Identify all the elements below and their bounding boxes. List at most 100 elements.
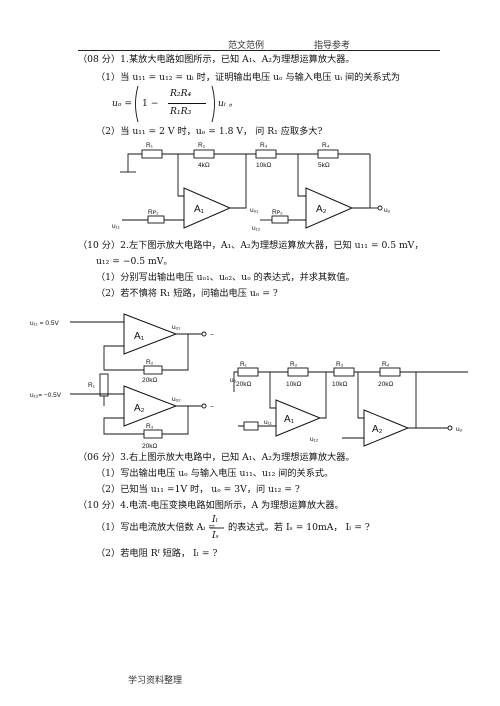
c1-r2 <box>193 149 215 159</box>
c1-r4 <box>317 149 339 159</box>
c2-amp-a1 <box>123 313 178 355</box>
c2-r2-value: 20kΩ <box>142 377 157 384</box>
q2-part2: （2）若不慎将 R₁ 短路，问输出电压 uₒ = ? <box>96 288 278 299</box>
q1-part2: （2）当 u₁₁ = 2 V 时，uₒ = 1.8 V， 问 R₁ 应取多大? <box>96 126 323 137</box>
q1-part1: （1）当 u₁₁ = u₁₂ = uᵢ 时，证明输出电压 uₒ 与输入电压 uᵢ… <box>96 72 401 83</box>
c1-rp1 <box>147 215 165 224</box>
c1-r3 <box>255 149 277 159</box>
c1-r3-value: 10kΩ <box>256 162 271 169</box>
c2-r3 <box>143 429 163 439</box>
formula-brackets <box>135 85 215 123</box>
c2-a2-fb-right <box>162 406 189 435</box>
c2-a1-fb-left <box>103 345 144 371</box>
c1-r4-label: R₄ <box>322 142 330 149</box>
right-paren <box>211 85 215 123</box>
c2-a2-label: A₂ <box>134 403 145 414</box>
c2-amp-a2 <box>123 385 178 427</box>
c1-rp2 <box>271 215 289 224</box>
c3-r2-label: R₂ <box>290 361 298 368</box>
c1-rp2-label: Rᴘ₂ <box>272 209 283 216</box>
c1-ui1: u₁₁ <box>112 223 121 230</box>
q2-part1: （1）分别写出输出电压 uₒ₁、uₒ₂、uₒ 的表达式，并求其数值。 <box>96 272 355 283</box>
c3-r4 <box>379 367 401 377</box>
c2-ui1: u₁₁ = 0.5V <box>30 320 59 327</box>
c2-uo1-terminal <box>201 331 207 337</box>
c2-a1-label: A₁ <box>134 331 145 342</box>
c2-r1 <box>99 373 109 397</box>
c1-a2-out <box>352 154 371 209</box>
left-paren <box>135 85 139 123</box>
c3-r4-label: R₄ <box>382 361 390 368</box>
c1-ui2: u₁₂ <box>252 225 261 232</box>
c3-amp-a2 <box>363 409 410 447</box>
c3-out-terminal <box>447 425 453 431</box>
formula-tail: uᵢ 。 <box>218 98 238 109</box>
q1-circuit: R₁ R₂ 4kΩ R₃ 10kΩ R₄ 5kΩ A₁ uₒ₁ Rᴘ₁ u₁₁ … <box>112 142 391 232</box>
c3-r3 <box>333 367 355 377</box>
c2-r2-label: R₂ <box>146 359 154 366</box>
c3-uo: uₒ <box>456 426 463 433</box>
c1-a1-inv <box>177 154 184 197</box>
c1-a1-out <box>230 154 247 209</box>
c1-r1-label: R₁ <box>146 142 154 149</box>
c2-minus-2: − <box>210 404 214 411</box>
c3-a1-label: A₁ <box>284 414 295 425</box>
c1-uo1: uₒ₁ <box>250 207 259 214</box>
q3-part1: （1）写出输出电压 uₒ 与输入电压 u₁₁、u₁₂ 间的关系式。 <box>96 468 334 479</box>
formula-one: 1 − <box>142 98 159 109</box>
q2-circuit: u₁₁ = 0.5V A₁ uₒ₁ − R₂ 20kΩ R₁ u₁₂= −0.5… <box>30 313 214 450</box>
c3-uo-side: uₒ <box>230 377 237 384</box>
c1-uo: uₒ <box>384 207 391 214</box>
c1-a2-label: A₂ <box>316 204 327 215</box>
c2-ui2: u₁₂= −0.5V <box>30 392 62 399</box>
c3-r1 <box>237 367 259 377</box>
c1-out-terminal <box>377 205 383 211</box>
c1-r2-label: R₂ <box>198 142 206 149</box>
c2-uo1: uₒ₁ <box>172 324 181 331</box>
q2-title: （10 分）2.左下图示放大电路中，A₁、A₂为理想运算放大器，已知 u₁₁ =… <box>78 240 424 251</box>
page-footer: 学习资料整理 <box>128 676 183 686</box>
c3-a1-out <box>320 372 327 419</box>
q3-title: （06 分）3.右上图示放大电路中，已知 A₁、A₂为理想运算放大器。 <box>78 452 355 463</box>
c2-uo2-terminal <box>201 403 207 409</box>
c1-r2-value: 4kΩ <box>198 162 210 169</box>
c3-a2-label: A₂ <box>372 424 383 435</box>
c3-r3-value: 10kΩ <box>332 381 347 388</box>
c3-a1-inv <box>269 372 276 409</box>
c2-minus-1: − <box>210 332 214 339</box>
q4-title: （10 分）4.电流-电压变换电路如图所示，A 为理想运算放大器。 <box>78 500 344 511</box>
header-left: 范文范例 <box>228 41 265 51</box>
c3-r2-value: 10kΩ <box>286 381 301 388</box>
c1-r3-label: R₃ <box>260 142 268 149</box>
c3-r2 <box>287 367 309 377</box>
formula-den: R₁R₃ <box>170 106 192 117</box>
q4-part2: （2）若电阻 Rᶠ 短路， Iₗ = ? <box>96 548 218 559</box>
c3-amp-a1 <box>275 399 322 437</box>
c3-rp1 <box>243 421 259 431</box>
c2-r3-value: 20kΩ <box>142 443 157 450</box>
q3-circuit: uₒ R₁ 20kΩ R₂ 10kΩ R₃ 10kΩ R₄ 20kΩ A₁ u₁… <box>230 361 468 447</box>
formula-lhs: uₒ = <box>112 98 133 109</box>
c1-r4-value: 5kΩ <box>318 162 330 169</box>
c3-r4-value: 20kΩ <box>378 381 393 388</box>
q4-part1b: 的表达式。若 Iₛ = 10mA， Iₗ = ? <box>228 522 370 533</box>
c1-amp-a2 <box>305 187 354 229</box>
c3-r1-label: R₁ <box>240 361 248 368</box>
c3-ui2: u₁₂ <box>310 436 319 443</box>
c2-r3-label: R₃ <box>146 423 154 430</box>
q2-title-2: u₁₂ = −0.5 mV。 <box>96 256 173 267</box>
c1-a1-label: A₁ <box>194 204 205 215</box>
c3-a2-inv <box>357 372 364 419</box>
c1-top-wire <box>127 153 370 172</box>
q3-part2: （2）已知当 u₁₁ =1V 时， uₒ = 3V，问 u₁₂ = ? <box>96 484 300 495</box>
c1-r1 <box>141 149 163 159</box>
c2-a2-fb-left <box>103 417 144 435</box>
c1-rp1-label: Rᴘ₁ <box>148 209 159 216</box>
c3-ui1: u₁₁ <box>264 419 273 426</box>
q4-frac-bar <box>210 527 224 529</box>
c3-r3-label: R₃ <box>336 361 344 368</box>
c2-r1-label: R₁ <box>88 382 96 389</box>
q4-frac-den: Iₛ <box>212 530 219 541</box>
c1-a2-inv <box>297 154 306 197</box>
